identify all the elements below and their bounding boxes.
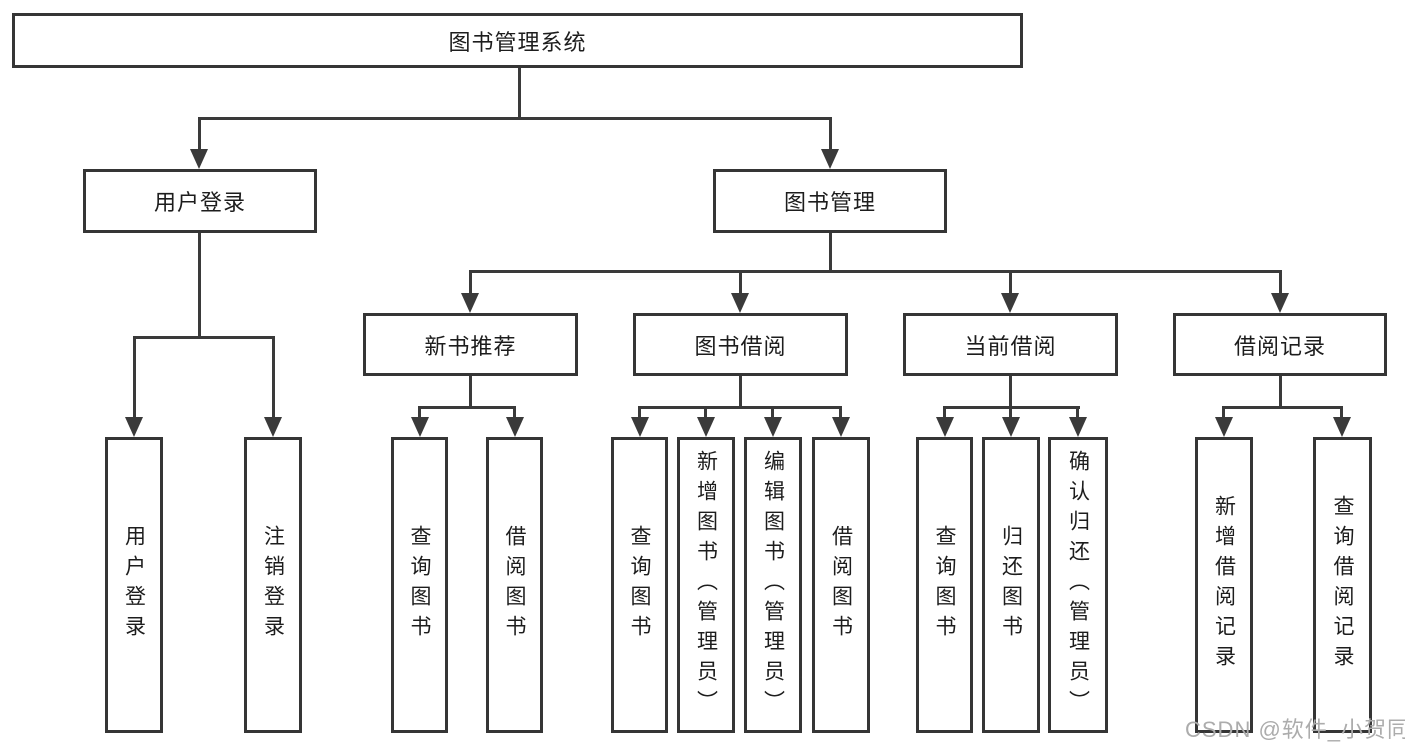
arrow-down-icon [821,149,839,169]
connector-drop [1340,406,1343,419]
leaf-nb-query-books: 查询图书 [391,437,448,733]
connector-new-book-branch [419,406,516,409]
leaf-label: 查询图书 [628,525,651,645]
node-book-management: 图书管理 [713,169,947,233]
arrow-down-icon [506,417,524,437]
leaf-cb-query-books: 查询图书 [916,437,973,733]
connector-root-branch [198,117,832,120]
arrow-down-icon [1215,417,1233,437]
connector-drop-user-login [198,117,201,153]
connector-book-mgmt-stem [829,233,832,273]
connector-book-borrow-stem [739,376,742,409]
connector-borrow-records-stem [1279,376,1282,409]
leaf-cb-return-books: 归还图书 [982,437,1040,733]
csdn-watermark: CSDN @软件_小贺同学 [1185,717,1405,742]
leaf-label: 查询借阅记录 [1331,495,1354,675]
connector-drop [1009,406,1012,419]
arrow-down-icon [264,417,282,437]
leaf-label: 归还图书 [999,525,1023,645]
connector-user-login-branch [133,336,274,339]
leaf-logout: 注销登录 [244,437,302,733]
node-current-borrow: 当前借阅 [903,313,1118,376]
connector-book-borrow-branch [638,406,842,409]
connector-drop [1222,406,1225,419]
node-borrow-records: 借阅记录 [1173,313,1387,376]
arrow-down-icon [936,417,954,437]
connector-root-stem [518,68,521,117]
connector-drop [418,406,421,419]
node-root: 图书管理系统 [12,13,1023,68]
leaf-br-query-record: 查询借阅记录 [1313,437,1372,733]
leaf-label: 借阅图书 [503,525,526,645]
leaf-br-add-record: 新增借阅记录 [1195,437,1253,733]
connector-drop-leaf-login [133,336,136,418]
leaf-label: 新增图书（管理员） [694,450,718,720]
connector-drop-leaf-logout [272,336,275,418]
arrow-down-icon [1069,417,1087,437]
arrow-down-icon [1333,417,1351,437]
leaf-label: 新增借阅记录 [1212,495,1236,675]
leaf-label: 编辑图书（管理员） [761,450,785,720]
connector-drop-current-borrow [1009,270,1012,295]
arrow-down-icon [731,293,749,313]
leaf-bb-query-books: 查询图书 [611,437,668,733]
leaf-user-login: 用户登录 [105,437,163,733]
leaf-nb-borrow-books: 借阅图书 [486,437,543,733]
connector-drop [1076,406,1079,419]
connector-new-book-stem [469,376,472,409]
arrow-down-icon [461,293,479,313]
node-new-book-recommend: 新书推荐 [363,313,578,376]
connector-current-borrow-branch [944,406,1080,409]
node-root-label: 图书管理系统 [448,29,587,55]
node-book-borrow: 图书借阅 [633,313,848,376]
leaf-label: 借阅图书 [829,525,853,645]
connector-current-borrow-stem [1009,376,1012,409]
node-new-book-recommend-label: 新书推荐 [424,333,517,359]
connector-drop-borrow-record [1279,270,1282,295]
connector-book-mgmt-branch [469,270,1281,273]
leaf-label: 查询图书 [408,525,431,645]
connector-drop [839,406,842,419]
arrow-down-icon [125,417,143,437]
arrow-down-icon [832,417,850,437]
arrow-down-icon [631,417,649,437]
leaf-label: 查询图书 [933,525,956,645]
node-book-management-label: 图书管理 [783,190,876,215]
connector-drop [771,406,774,419]
connector-drop [943,406,946,419]
leaf-bb-borrow-books: 借阅图书 [812,437,870,733]
connector-user-login-stem [198,233,201,339]
arrow-down-icon [1001,293,1019,313]
leaf-label: 用户登录 [122,525,146,645]
leaf-label: 注销登录 [261,525,285,645]
arrow-down-icon [764,417,782,437]
connector-drop-book-mgmt [829,117,832,153]
leaf-cb-confirm-return-admin: 确认归还（管理员） [1048,437,1108,733]
connector-drop-new-book [469,270,472,295]
node-book-borrow-label: 图书借阅 [694,333,787,359]
node-user-login: 用户登录 [83,169,317,233]
connector-drop-book-borrow [739,270,742,295]
connector-borrow-records-branch [1223,406,1343,409]
leaf-bb-edit-books-admin: 编辑图书（管理员） [744,437,802,733]
connector-drop [638,406,641,419]
node-user-login-label: 用户登录 [153,190,246,215]
arrow-down-icon [1002,417,1020,437]
leaf-label: 确认归还（管理员） [1066,450,1090,720]
arrow-down-icon [1271,293,1289,313]
arrow-down-icon [411,417,429,437]
connector-drop [704,406,707,419]
leaf-bb-add-books-admin: 新增图书（管理员） [677,437,735,733]
connector-drop [513,406,516,419]
arrow-down-icon [190,149,208,169]
node-current-borrow-label: 当前借阅 [964,333,1057,359]
arrow-down-icon [697,417,715,437]
node-borrow-records-label: 借阅记录 [1233,333,1326,359]
